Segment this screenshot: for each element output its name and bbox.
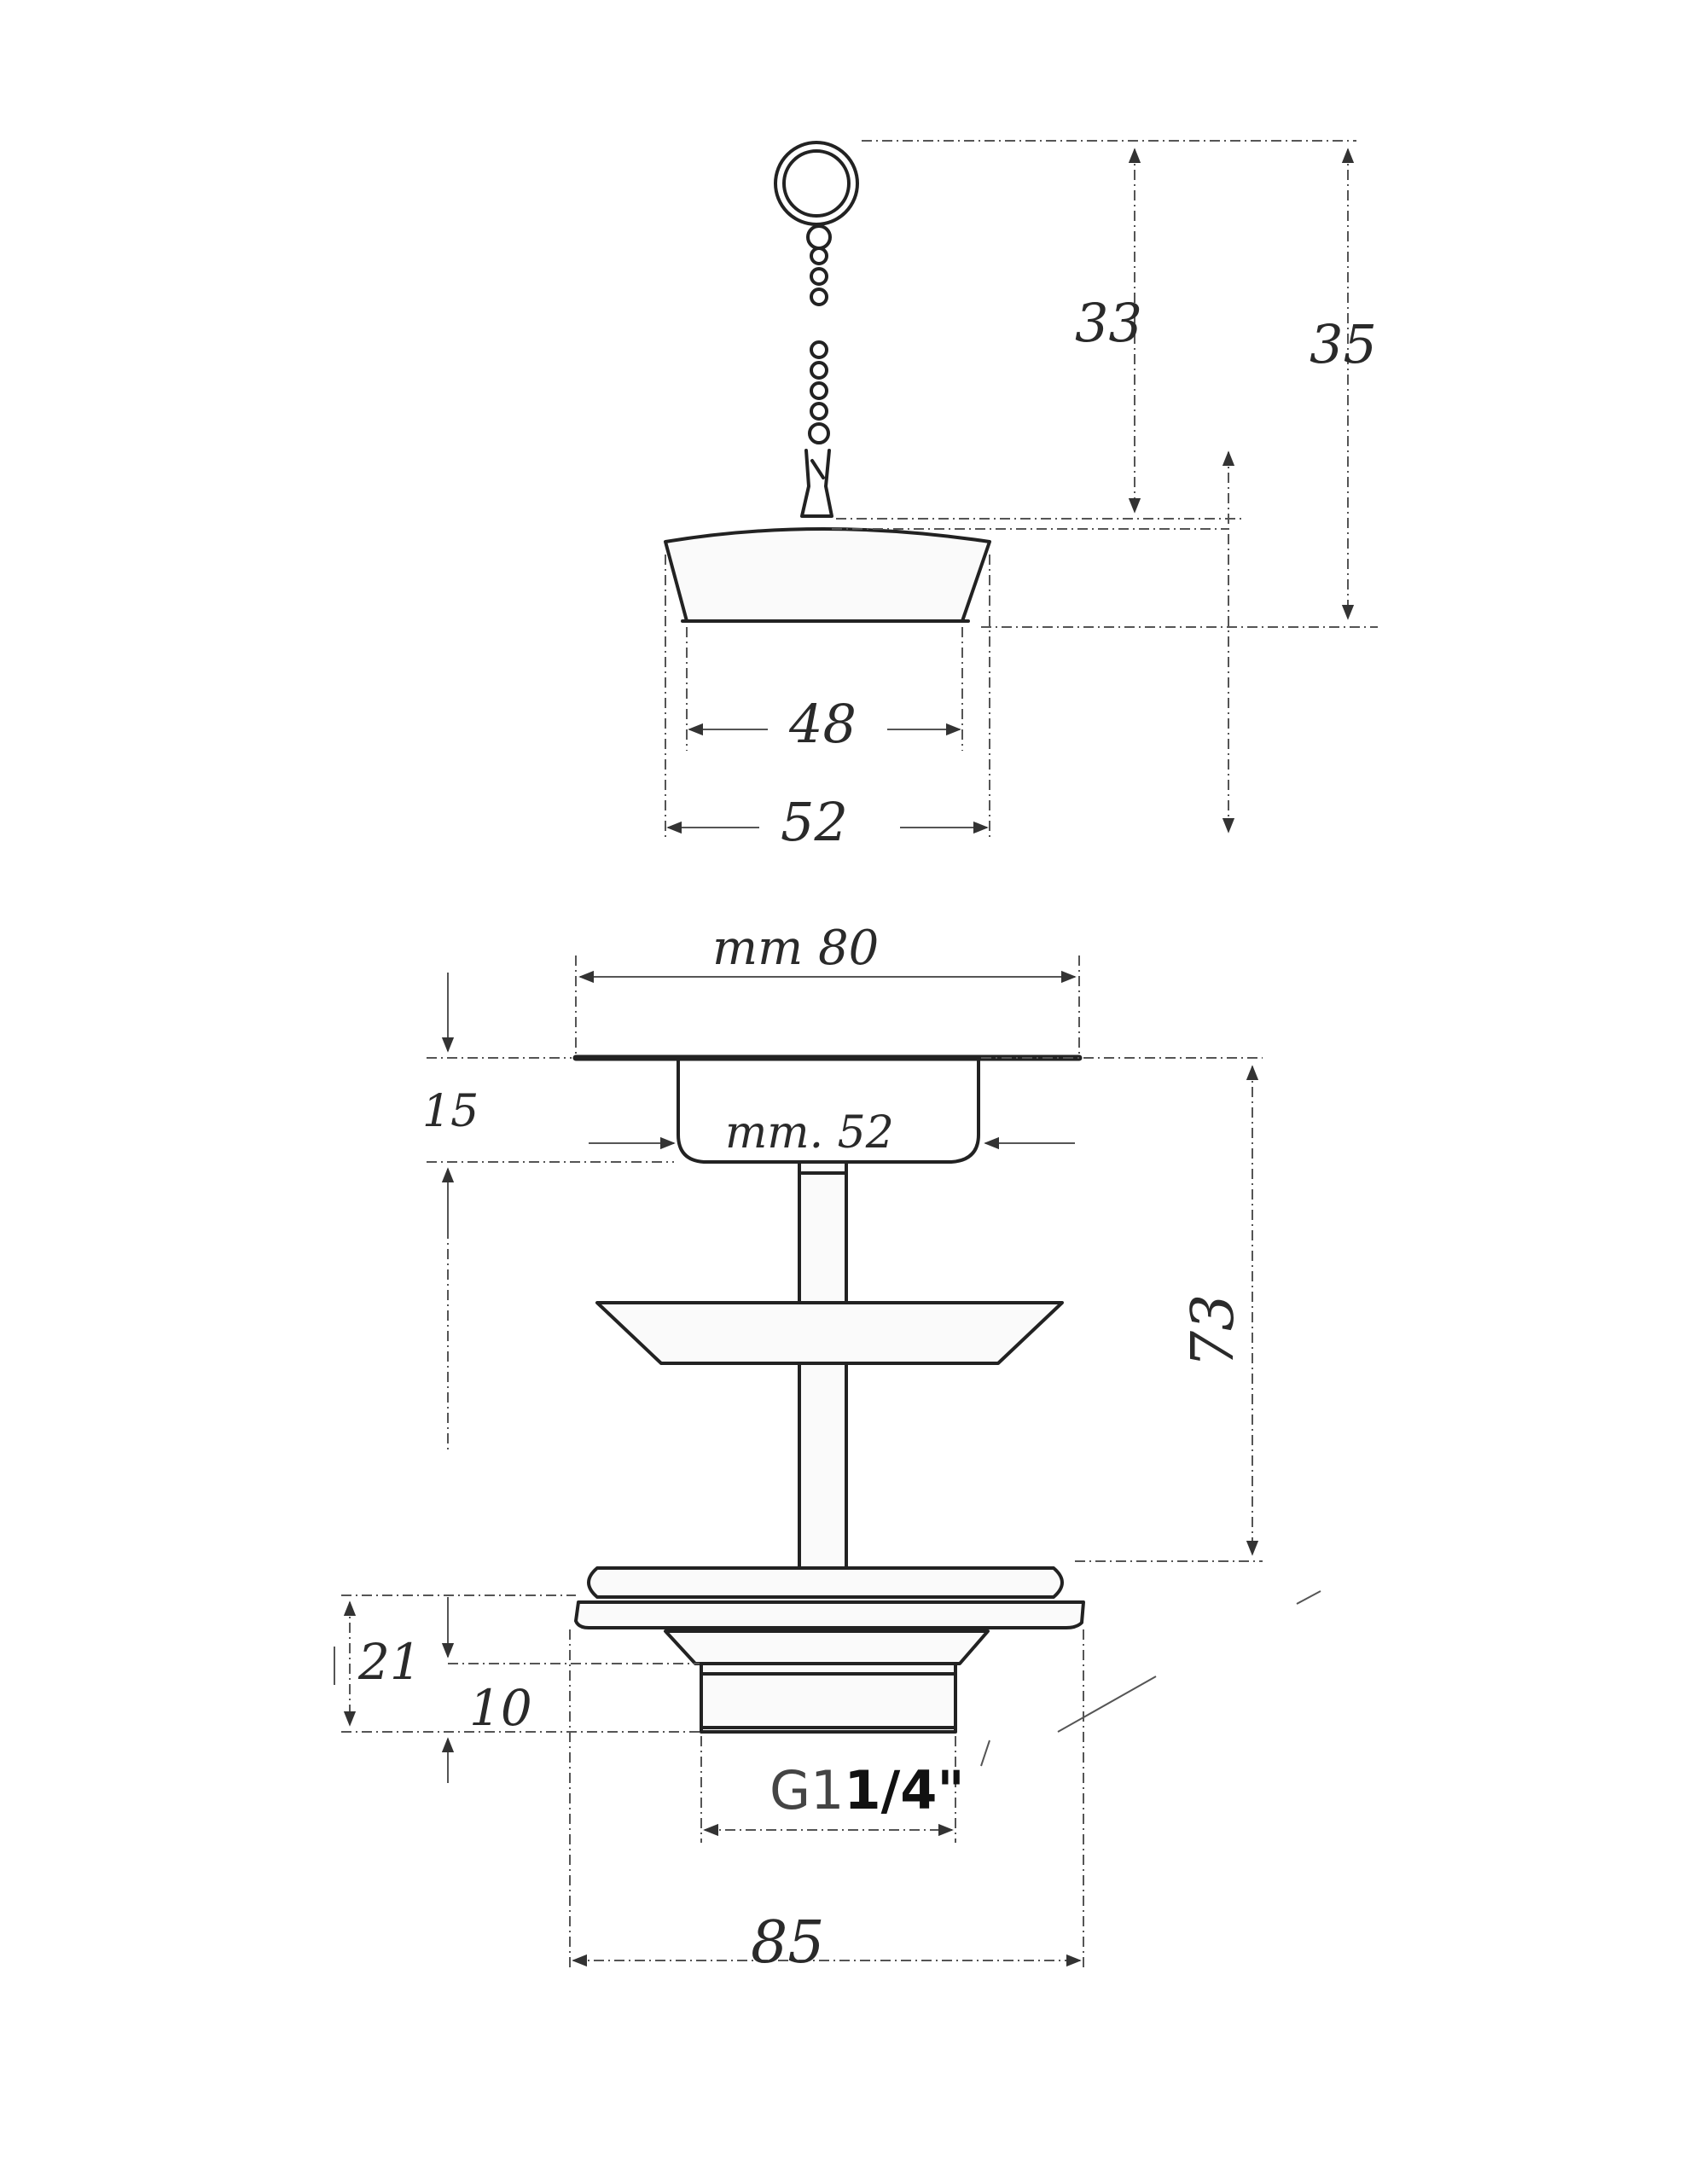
stopper-dimensions: 33 35 48 52 — [665, 140, 1378, 853]
body-flange — [587, 1566, 1064, 1599]
dim-body-height: 73 — [1180, 1294, 1247, 1368]
baffle-disk — [595, 1301, 1064, 1365]
dim-bottom-diameter: 48 — [788, 693, 857, 755]
thread-prefix: G1 — [770, 1759, 845, 1821]
dim-height-to-cap: 33 — [1075, 292, 1142, 354]
chain-clip — [800, 449, 833, 518]
dim-flange-depth: 15 — [422, 1086, 479, 1137]
dim-thread-length: 10 — [469, 1679, 532, 1737]
pull-ring — [774, 141, 859, 226]
dim-top-diameter: 52 — [781, 791, 848, 853]
dim-flange-diameter: mm 80 — [712, 921, 879, 976]
ball-chain — [806, 224, 832, 444]
dim-thread-height: 21 — [357, 1633, 421, 1691]
basin-waste — [572, 1054, 1085, 1734]
stopper-body — [664, 527, 991, 623]
waste-taper — [664, 1629, 990, 1665]
spindle-upper — [798, 1160, 848, 1304]
thread-size: 1/4" — [845, 1759, 965, 1821]
dim-bowl-diameter: mm. 52 — [725, 1107, 894, 1159]
dim-base-diameter: 85 — [751, 1909, 825, 1977]
spindle-lower — [798, 1362, 848, 1570]
plug-stopper — [664, 141, 991, 623]
body-base-ring — [574, 1600, 1085, 1629]
waste-dimensions: mm 80 15 mm. 52 73 21 10 G11/4" — [334, 921, 1321, 1977]
dim-total-height: 35 — [1310, 313, 1377, 375]
thread-spec: G11/4" — [770, 1759, 965, 1821]
